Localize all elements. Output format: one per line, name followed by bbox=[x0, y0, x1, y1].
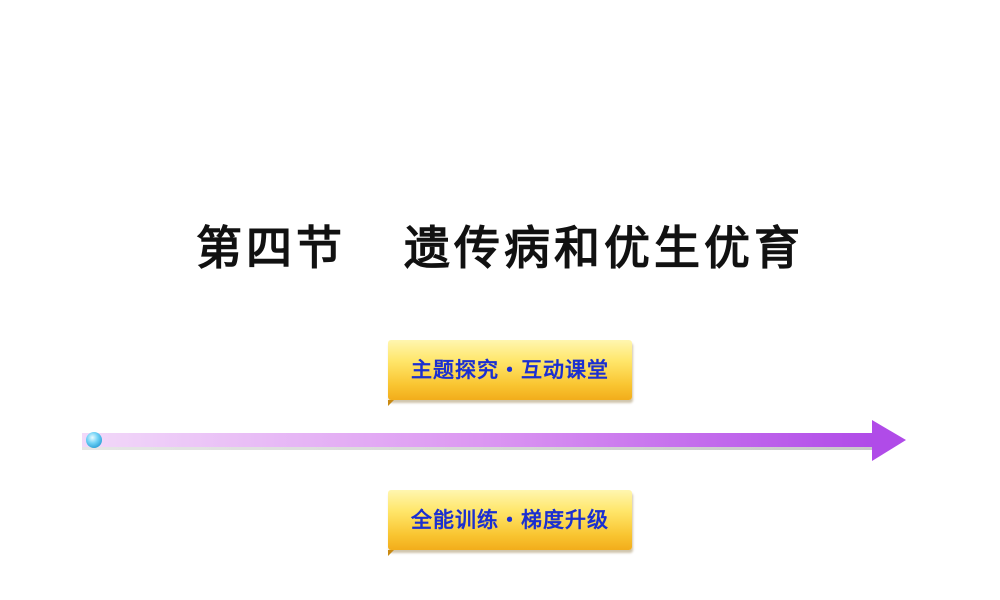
topic-inquiry-label: 主题探究・互动课堂 bbox=[411, 358, 609, 382]
arrow-shaft bbox=[82, 433, 872, 447]
timeline-arrow bbox=[82, 420, 906, 461]
section-number: 第四节 bbox=[196, 221, 346, 275]
slide-title: 第四节 遗传病和优生优育 bbox=[0, 218, 1000, 278]
timeline-start-dot bbox=[86, 432, 102, 448]
topic-inquiry-button[interactable]: 主题探究・互动课堂 bbox=[388, 340, 632, 406]
full-training-label: 全能训练・梯度升级 bbox=[411, 508, 609, 532]
button-fold bbox=[388, 550, 394, 556]
full-training-button[interactable]: 全能训练・梯度升级 bbox=[388, 490, 632, 556]
section-title: 遗传病和优生优育 bbox=[404, 221, 804, 275]
arrow-head bbox=[872, 420, 906, 461]
button-fold bbox=[388, 400, 394, 406]
